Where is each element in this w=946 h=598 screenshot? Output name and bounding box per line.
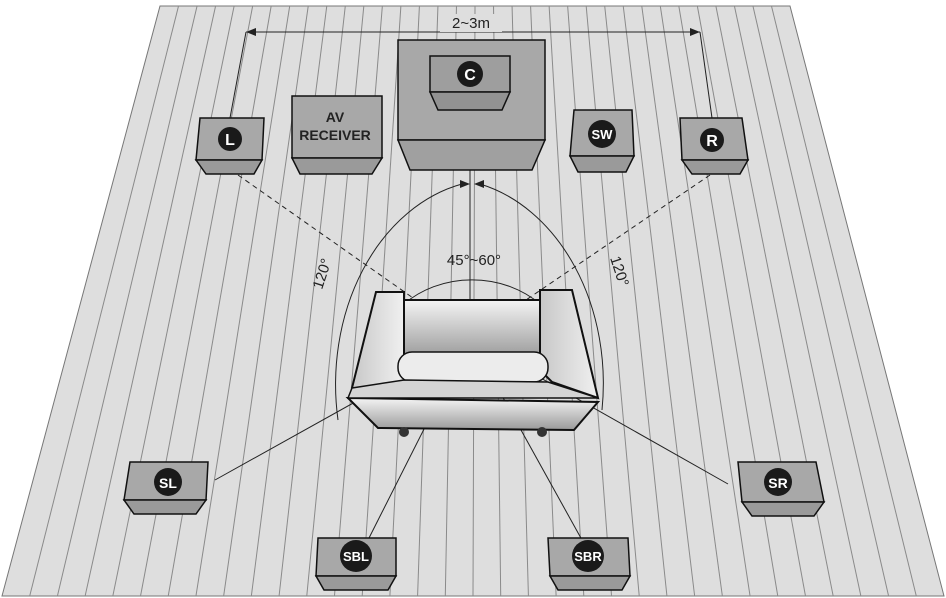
subwoofer-badge	[588, 120, 616, 148]
subwoofer-label: SW	[592, 127, 614, 142]
front-left-badge	[218, 127, 242, 151]
surround-back-left-speaker: SBL	[314, 537, 398, 591]
sofa-foot	[537, 427, 547, 437]
floor-line	[195, 6, 291, 596]
surround-back-left-badge	[340, 540, 372, 572]
surround-back-right-speaker: SBR	[547, 537, 632, 591]
surround-left-badge	[154, 468, 182, 496]
floor-line	[622, 6, 696, 596]
floor-line	[84, 6, 217, 596]
arrow-head	[474, 180, 484, 188]
surround-left-label: SL	[159, 475, 177, 491]
av-receiver: AV RECEIVER	[290, 95, 384, 175]
floor-line	[752, 6, 890, 596]
surround-right-label: SR	[768, 475, 787, 491]
floor-line	[641, 6, 723, 596]
dimension-marker: 2~3m	[229, 14, 713, 119]
front-left-speaker: L	[194, 117, 265, 175]
surround-right-badge	[764, 468, 792, 496]
surround-left-speaker: SL	[122, 461, 209, 515]
center-speaker-label: C	[464, 67, 476, 84]
floor-line	[29, 6, 180, 596]
front-right-label: R	[706, 133, 718, 150]
floor-line	[585, 6, 640, 596]
floor-line	[733, 6, 862, 596]
surround-back-right-label: SBR	[574, 549, 602, 564]
surround-right-speaker: SR	[737, 461, 826, 517]
surround-back-left-label: SBL	[343, 549, 369, 564]
receiver-label-line2: RECEIVER	[299, 127, 371, 143]
front-right-speaker: R	[679, 117, 750, 175]
receiver-label-line1: AV	[326, 109, 345, 125]
floor-line	[56, 6, 198, 596]
sofa	[345, 289, 601, 437]
angle-front-label: 45°~60°	[447, 252, 501, 269]
angle-arcs	[335, 183, 604, 421]
floor-line	[770, 6, 917, 596]
front-right-badge	[700, 128, 724, 152]
front-left-label: L	[225, 132, 235, 149]
surround-back-right-badge	[572, 540, 604, 572]
center-speaker-badge	[457, 61, 483, 87]
sofa-foot	[399, 427, 409, 437]
floor-line	[659, 6, 751, 596]
dimension-label: 2~3m	[452, 15, 490, 32]
center-speaker: C	[396, 39, 547, 171]
subwoofer: SW	[568, 109, 636, 173]
floor-line	[604, 6, 668, 596]
arrow-head	[460, 180, 470, 188]
